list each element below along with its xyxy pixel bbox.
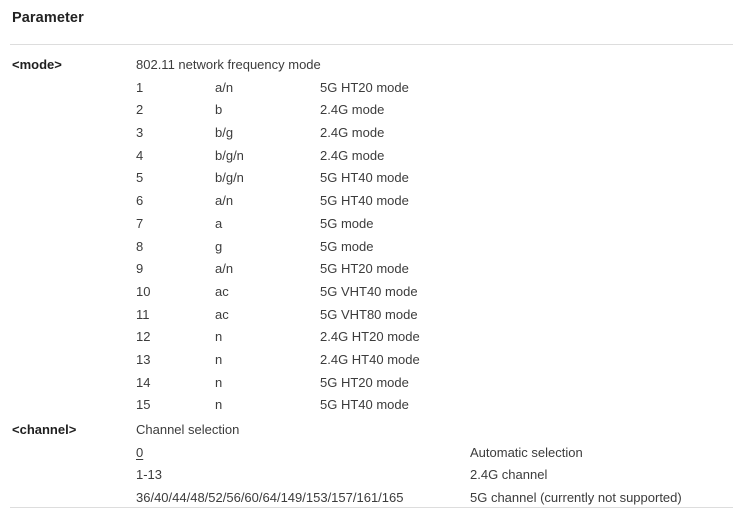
mode-code: 10 (136, 283, 151, 299)
table-row: 14 n 5G HT20 mode (0, 372, 746, 395)
table-row: 4 b/g/n 2.4G mode (0, 145, 746, 168)
mode-detail: 2.4G HT40 mode (320, 351, 420, 367)
mode-detail: 2.4G mode (320, 125, 385, 141)
parameter-name-channel: <channel> (12, 422, 77, 437)
header-divider (10, 44, 733, 45)
channel-value: 1-13 (136, 467, 163, 483)
channel-value: 36/40/44/48/52/56/60/64/149/153/157/161/… (136, 490, 404, 506)
mode-detail: 5G HT40 mode (320, 170, 409, 186)
mode-standard: n (215, 374, 223, 390)
section-mode: <mode> 802.11 network frequency mode 1 a… (0, 54, 746, 417)
table-row: 0 Automatic selection (0, 442, 746, 465)
mode-standard: b/g/n (215, 147, 244, 163)
mode-standard: ac (215, 306, 229, 322)
mode-standard: n (215, 351, 223, 367)
mode-standard: ac (215, 283, 229, 299)
table-row: 2 b 2.4G mode (0, 99, 746, 122)
mode-standard: b/g/n (215, 170, 244, 186)
table-row: 5 b/g/n 5G HT40 mode (0, 167, 746, 190)
mode-detail: 5G mode (320, 238, 374, 254)
table-row: 12 n 2.4G HT20 mode (0, 326, 746, 349)
mode-code: 5 (136, 170, 144, 186)
mode-code: 11 (136, 306, 150, 322)
mode-detail: 5G HT20 mode (320, 79, 409, 95)
mode-code: 2 (136, 102, 144, 118)
parameter-description-mode: 802.11 network frequency mode (136, 57, 321, 72)
table-row: <mode> 802.11 network frequency mode (0, 54, 746, 77)
mode-standard: a/n (215, 193, 234, 209)
section-channel: <channel> Channel selection 0 Automatic … (0, 419, 746, 510)
mode-code: 6 (136, 193, 144, 209)
mode-code: 12 (136, 329, 151, 345)
table-row: 1 a/n 5G HT20 mode (0, 77, 746, 100)
mode-code: 15 (136, 397, 151, 413)
table-row: <channel> Channel selection (0, 419, 746, 442)
mode-standard: a (215, 215, 223, 231)
channel-meaning: Automatic selection (470, 444, 583, 460)
table-bottom-divider (10, 507, 733, 508)
mode-code: 3 (136, 125, 144, 141)
mode-detail: 2.4G mode (320, 147, 385, 163)
mode-detail: 2.4G mode (320, 102, 385, 118)
table-row: 9 a/n 5G HT20 mode (0, 258, 746, 281)
table-row: 6 a/n 5G HT40 mode (0, 190, 746, 213)
mode-code: 14 (136, 374, 151, 390)
mode-standard: b/g (215, 125, 234, 141)
channel-meaning: 5G channel (currently not supported) (470, 490, 682, 506)
table-row: 7 a 5G mode (0, 213, 746, 236)
mode-detail: 5G HT20 mode (320, 374, 409, 390)
mode-detail: 5G HT40 mode (320, 193, 409, 209)
mode-code: 7 (136, 215, 144, 231)
channel-value: 0 (136, 444, 144, 460)
table-row: 8 g 5G mode (0, 236, 746, 259)
parameter-description-channel: Channel selection (136, 422, 240, 437)
mode-standard: a/n (215, 261, 234, 277)
table-row: 11 ac 5G VHT80 mode (0, 304, 746, 327)
mode-code: 13 (136, 351, 151, 367)
column-header-parameter: Parameter (12, 10, 84, 26)
mode-standard: n (215, 397, 223, 413)
table-row: 36/40/44/48/52/56/60/64/149/153/157/161/… (0, 487, 746, 510)
parameter-name-mode: <mode> (12, 57, 62, 72)
mode-detail: 5G VHT40 mode (320, 283, 418, 299)
table-row: 1-13 2.4G channel (0, 464, 746, 487)
mode-detail: 5G mode (320, 215, 374, 231)
channel-meaning: 2.4G channel (470, 467, 548, 483)
mode-code: 8 (136, 238, 144, 254)
mode-code: 9 (136, 261, 144, 277)
table-row: 10 ac 5G VHT40 mode (0, 281, 746, 304)
mode-standard: n (215, 329, 223, 345)
mode-standard: g (215, 238, 223, 254)
mode-detail: 2.4G HT20 mode (320, 329, 420, 345)
table-header-row: Parameter (12, 8, 733, 36)
table-row: 15 n 5G HT40 mode (0, 394, 746, 417)
mode-standard: b (215, 102, 223, 118)
mode-detail: 5G HT40 mode (320, 397, 409, 413)
table-row: 13 n 2.4G HT40 mode (0, 349, 746, 372)
mode-standard: a/n (215, 79, 234, 95)
mode-code: 4 (136, 147, 144, 163)
mode-code: 1 (136, 79, 144, 95)
mode-detail: 5G VHT80 mode (320, 306, 418, 322)
mode-detail: 5G HT20 mode (320, 261, 409, 277)
table-row: 3 b/g 2.4G mode (0, 122, 746, 145)
